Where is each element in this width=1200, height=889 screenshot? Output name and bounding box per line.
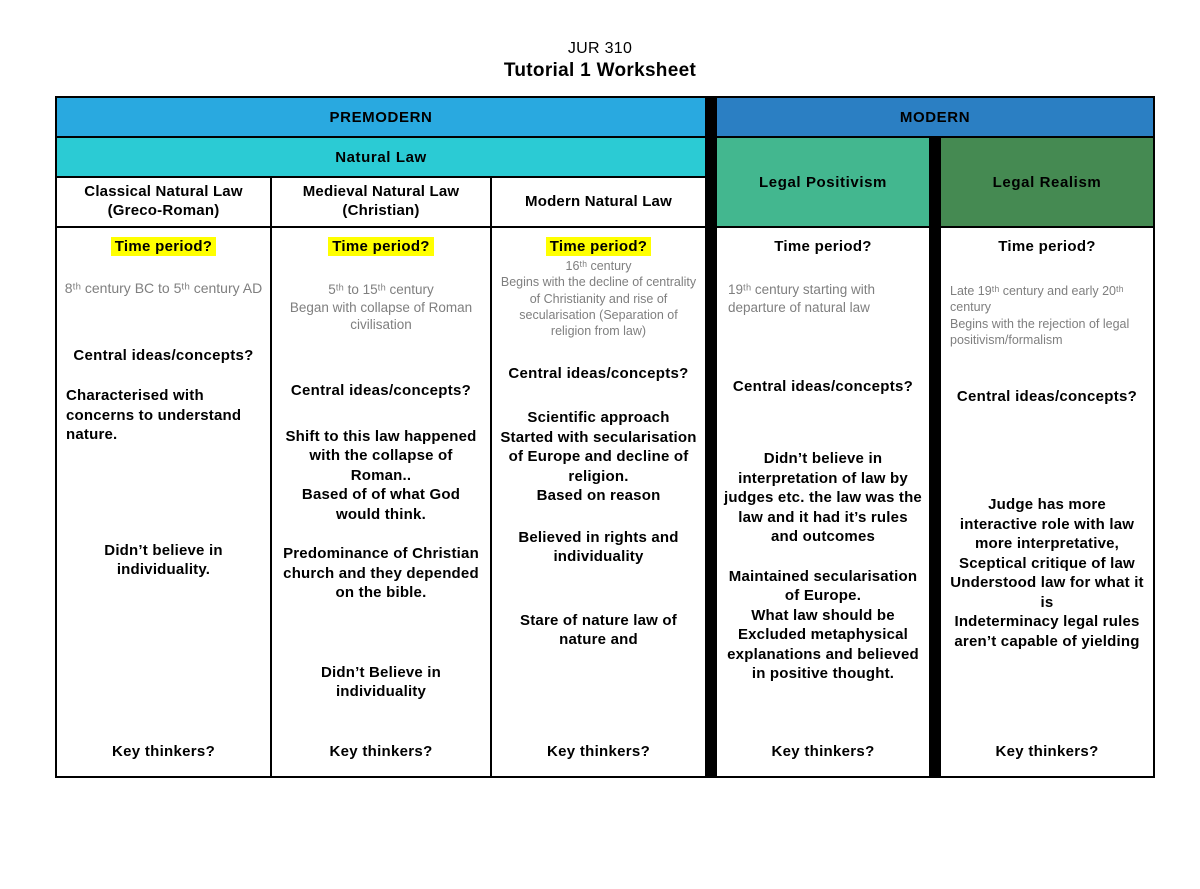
cell-modern-natural-law: Time period? 16ᵗʰ century Begins with th… — [492, 228, 705, 776]
time-period-answer: Late 19ᵗʰ century and early 20ᵗʰ century… — [950, 284, 1130, 347]
idea-note: Didn’t believe in interpretation of law … — [724, 450, 922, 546]
key-thinkers-question: Key thinkers? — [546, 743, 651, 760]
idea-note: Didn’t believe in individuality. — [104, 541, 223, 579]
course-code: JUR 310 — [567, 40, 633, 57]
central-ideas-question: Central ideas/concepts? — [956, 388, 1138, 405]
column-header-medieval-natural-law: Medieval Natural Law (Christian) — [272, 178, 490, 226]
idea-note: Didn’t Believe in individuality — [320, 663, 442, 701]
time-period-answer: 19ᵗʰ century starting with departure of … — [728, 282, 875, 315]
time-period-answer: 8ᵗʰ century BC to 5ᵗʰ century AD — [64, 280, 263, 296]
column-header-modern-natural-law: Modern Natural Law — [492, 178, 705, 226]
era-header-premodern: PREMODERN — [57, 98, 705, 136]
era-header-modern: MODERN — [717, 98, 1153, 136]
key-thinkers-question: Key thinkers? — [771, 743, 875, 760]
key-thinkers-question: Key thinkers? — [329, 743, 433, 760]
time-period-answer: 16ᵗʰ century Begins with the decline of … — [500, 259, 697, 338]
worksheet-table: PREMODERN MODERN Natural Law Legal Posit… — [55, 96, 1155, 778]
key-thinkers-question: Key thinkers? — [995, 743, 1099, 760]
central-ideas-question: Central ideas/concepts? — [73, 347, 254, 365]
cell-classical-natural-law: Time period? 8ᵗʰ century BC to 5ᵗʰ centu… — [57, 228, 270, 776]
time-period-question: Time period? — [998, 238, 1096, 255]
school-header-legal-positivism: Legal Positivism — [717, 138, 929, 226]
idea-note: Characterised with concerns to understan… — [66, 387, 242, 444]
worksheet-title: Tutorial 1 Worksheet — [503, 60, 697, 81]
central-ideas-question: Central ideas/concepts? — [290, 381, 472, 399]
time-period-answer: 5ᵗʰ to 15ᵗʰ century Began with collapse … — [289, 282, 473, 333]
school-header-natural-law: Natural Law — [57, 138, 705, 176]
key-thinkers-question: Key thinkers? — [111, 743, 216, 760]
cell-legal-positivism: Time period? 19ᵗʰ century starting with … — [717, 228, 929, 776]
time-period-question: Time period? — [499, 237, 698, 256]
cell-medieval-natural-law: Time period? 5ᵗʰ to 15ᵗʰ century Began w… — [272, 228, 490, 776]
cell-legal-realism: Time period? Late 19ᵗʰ century and early… — [941, 228, 1153, 776]
idea-note: Judge has more interactive role with law… — [950, 496, 1144, 650]
time-period-question: Time period? — [774, 238, 872, 255]
idea-note: Stare of nature law of nature and — [520, 611, 677, 649]
idea-note: Believed in rights and individuality — [518, 528, 679, 566]
column-header-classical-natural-law: Classical Natural Law (Greco-Roman) — [57, 178, 270, 226]
idea-note: Scientific approach Started with secular… — [500, 409, 697, 505]
time-period-question: Time period? — [64, 237, 263, 256]
idea-note: Shift to this law happened with the coll… — [285, 427, 477, 523]
central-ideas-question: Central ideas/concepts? — [508, 365, 689, 383]
idea-note: Maintained secularisation of Europe. Wha… — [727, 567, 919, 683]
school-header-legal-realism: Legal Realism — [941, 138, 1153, 226]
idea-note: Predominance of Christian church and the… — [283, 545, 479, 602]
central-ideas-question: Central ideas/concepts? — [732, 378, 914, 396]
time-period-question: Time period? — [279, 237, 483, 256]
document-title: JUR 310 Tutorial 1 Worksheet — [0, 40, 1200, 82]
